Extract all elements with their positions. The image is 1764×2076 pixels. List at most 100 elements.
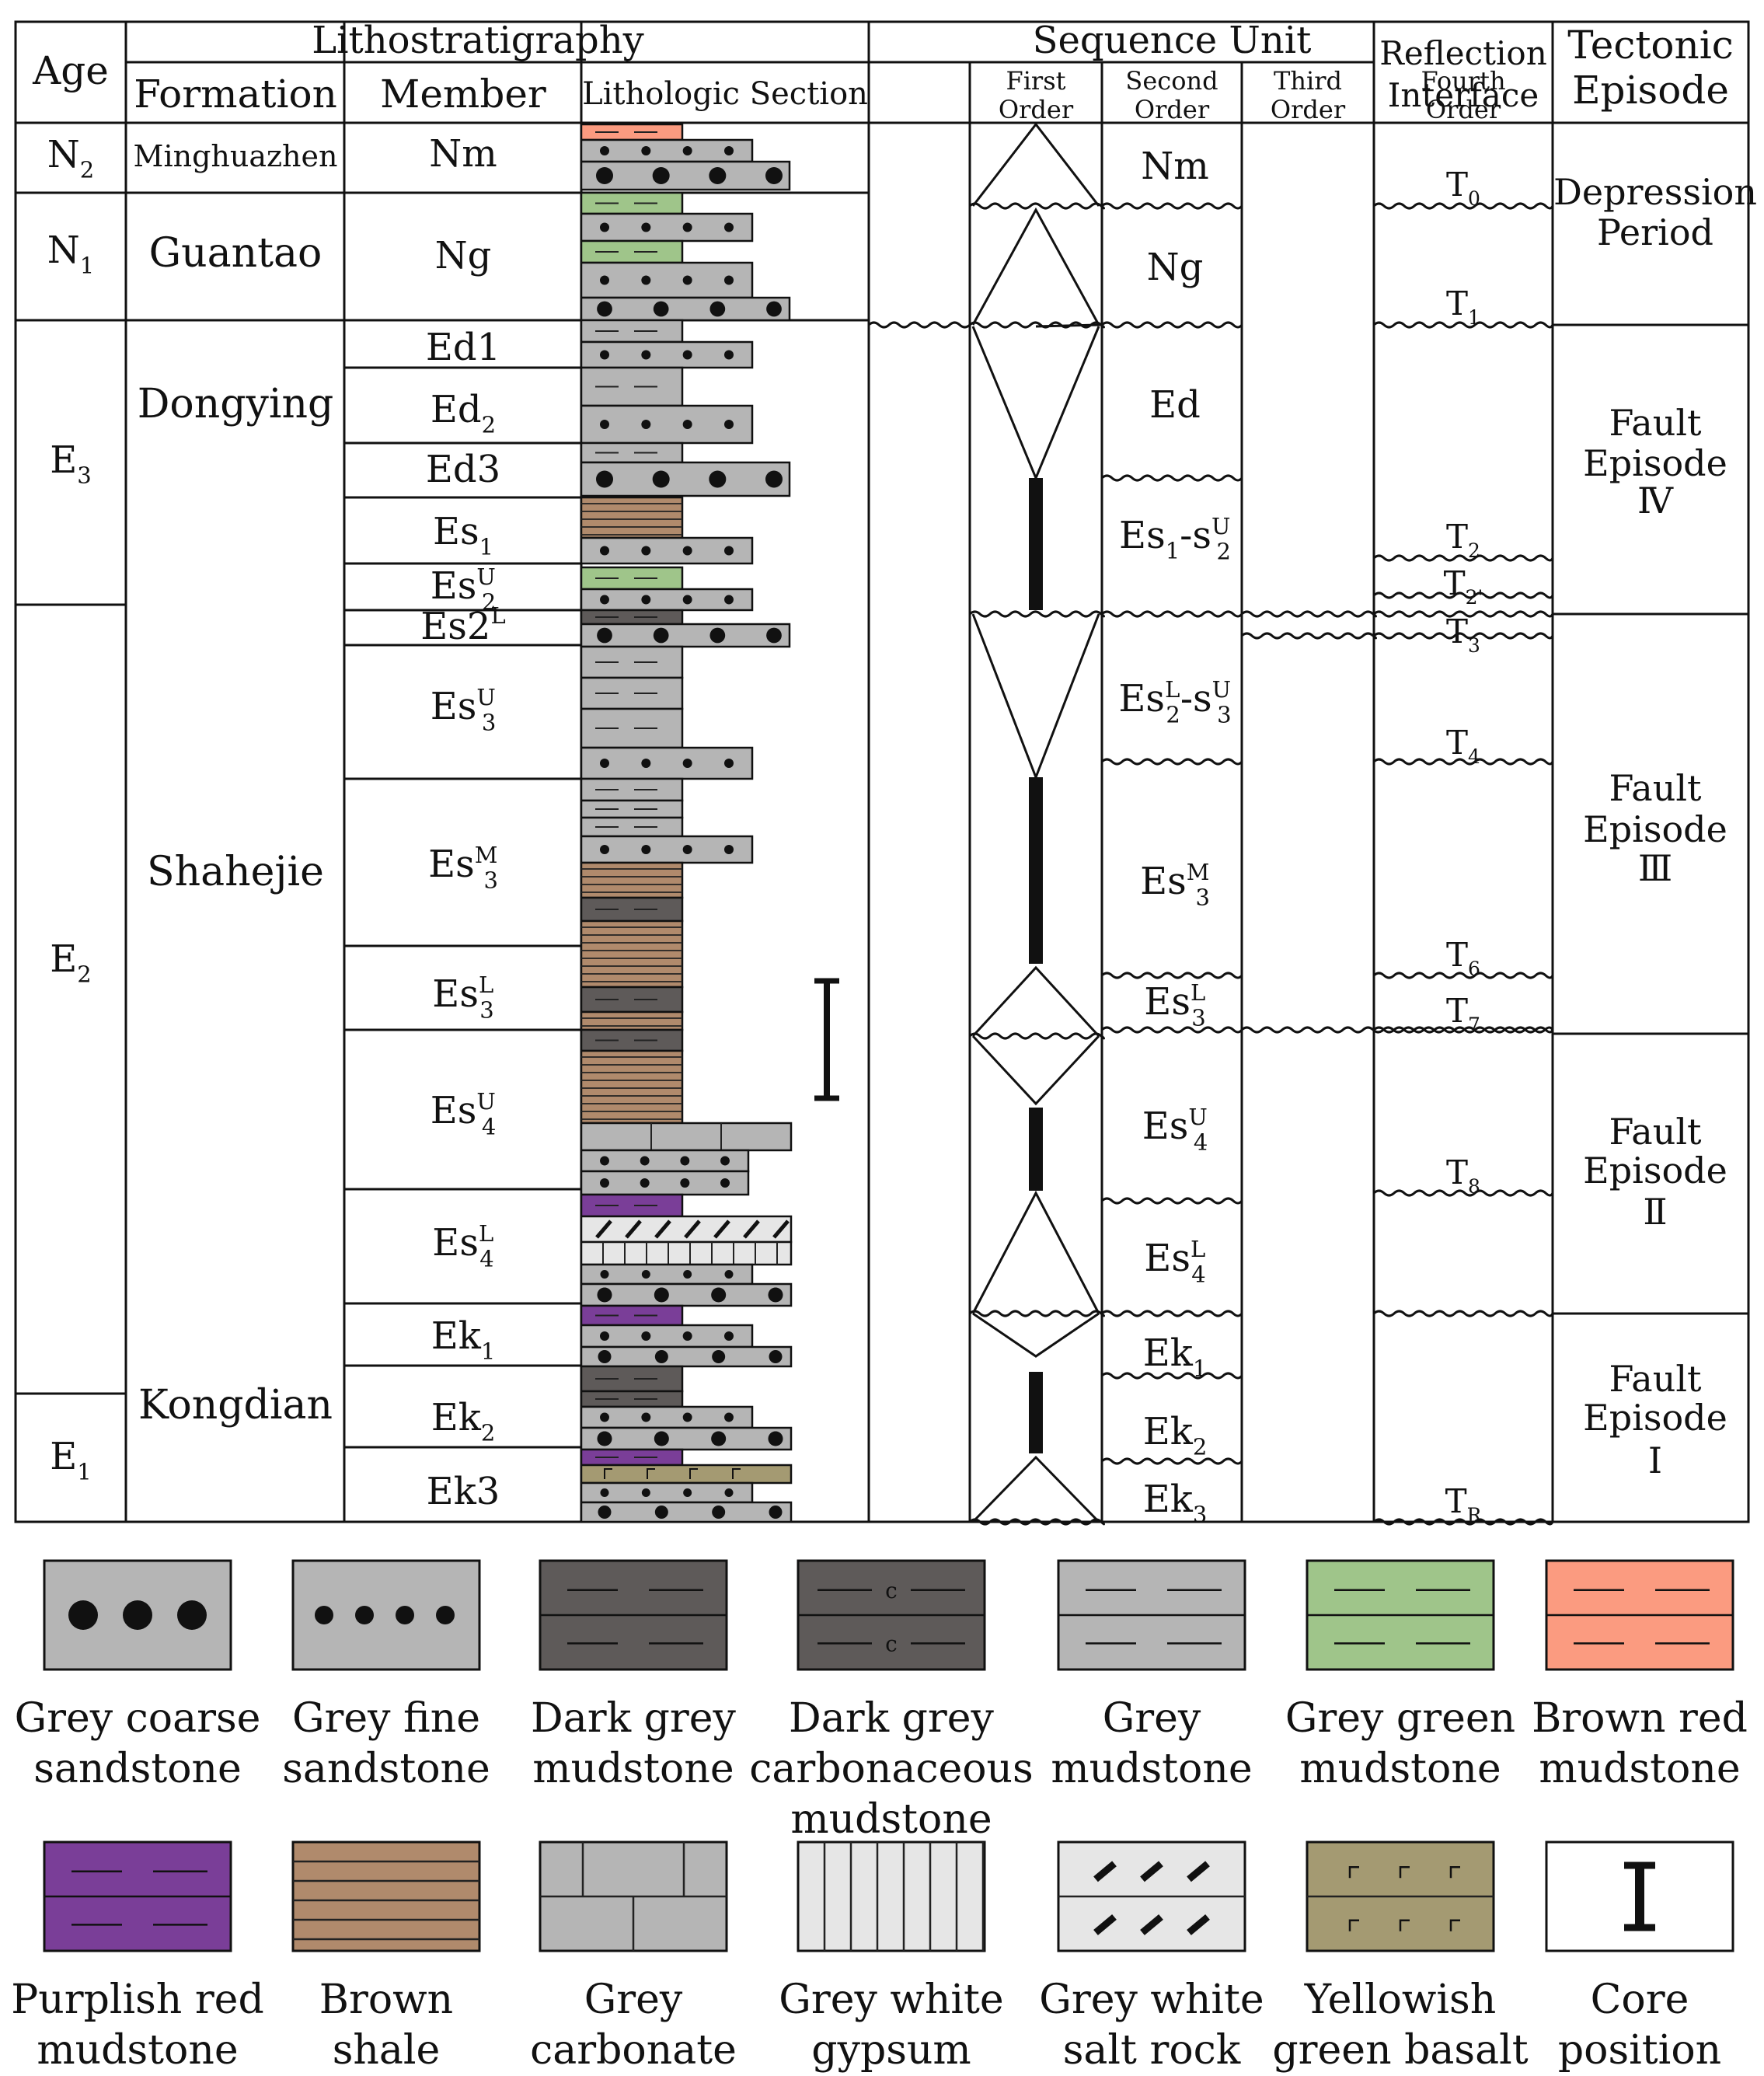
fourth-order-boundary	[1240, 610, 1377, 618]
reflection-label: T2​	[1446, 518, 1480, 562]
tectonic-label: Fault	[1609, 1111, 1702, 1153]
reflection-line	[1372, 321, 1554, 329]
litho-layer-darkmud	[580, 986, 684, 1014]
second-order-cycle	[971, 122, 1100, 207]
legend-label-core: position	[1558, 2027, 1721, 2074]
reflection-label: T8​	[1446, 1153, 1480, 1198]
third-order-boundary	[1100, 1457, 1243, 1465]
member-label: Ed1	[426, 326, 500, 369]
reflection-line	[1372, 972, 1554, 979]
third-order-boundary	[1100, 1310, 1243, 1317]
member-label: Ed3	[426, 448, 500, 491]
tectonic-label: Episode	[1583, 808, 1727, 850]
legend-label-carbonate: Grey	[584, 1977, 683, 2023]
formation-label: Minghuazhen	[134, 139, 338, 173]
litho-layer-greenmud	[580, 191, 684, 215]
legend-label-fine: Grey fine	[292, 1695, 480, 1742]
litho-layer-carb	[580, 609, 684, 626]
litho-layer-greymud	[580, 441, 684, 464]
litho-layer-fine	[580, 1149, 750, 1173]
third-order-label: Ng	[1147, 246, 1204, 289]
legend-label-shale: Brown	[319, 1977, 453, 2023]
litho-layer-fine	[580, 340, 754, 369]
litho-layer-coarse	[580, 296, 791, 322]
legend-swatch-fine	[291, 1559, 481, 1671]
legend-label-core: Core	[1591, 1977, 1689, 2023]
tectonic-label: Fault	[1609, 1358, 1702, 1400]
litho-layer-redmud	[580, 123, 684, 141]
third-order-label: Nm	[1141, 145, 1209, 188]
litho-layer-purplemud	[580, 1193, 684, 1218]
tectonic-label: Depression	[1553, 171, 1757, 213]
member-label: Ek3	[427, 1470, 500, 1513]
third-order-boundary	[1100, 321, 1243, 329]
table-frame	[14, 20, 1750, 1523]
header-third-order: Order	[1271, 95, 1346, 124]
legend-label-purplemud: mudstone	[37, 2027, 238, 2074]
litho-layer-greenmud	[580, 239, 684, 264]
litho-layer-greenmud	[580, 566, 684, 591]
third-order-boundary	[1100, 474, 1243, 482]
litho-layer-coarse	[580, 1345, 793, 1368]
reflection-label: T1​	[1446, 284, 1480, 329]
reflection-label: T6​	[1446, 936, 1480, 980]
litho-layer-darkmud	[580, 896, 684, 923]
age-label: E3​	[50, 438, 92, 488]
second-order-cycle	[971, 326, 1100, 481]
litho-layer-fine	[580, 1405, 754, 1429]
second-order-cycle	[971, 965, 1100, 1038]
third-order-boundary	[1100, 610, 1243, 618]
core-position-marker	[814, 978, 839, 1101]
third-order-boundary	[1100, 758, 1243, 766]
litho-layer-fine	[580, 1324, 754, 1349]
tectonic-label: Ⅳ	[1637, 480, 1674, 522]
header-formation: Formation	[134, 72, 337, 117]
litho-layer-fine	[580, 212, 754, 242]
third-order-boundary	[1100, 202, 1243, 210]
litho-layer-fine	[580, 1481, 754, 1504]
tectonic-label: Ⅰ	[1648, 1439, 1662, 1481]
litho-layer-coarse	[580, 1426, 793, 1451]
litho-layer-greymud	[580, 366, 684, 407]
tectonic-label: Ⅲ	[1638, 847, 1672, 889]
reflection-line	[1372, 758, 1554, 766]
legend-label-gypsum: Grey white	[779, 1977, 1003, 2023]
header-second-order: Second	[1125, 66, 1218, 96]
second-order-cycle	[972, 1312, 1100, 1358]
fourth-order-boundary	[1240, 632, 1377, 640]
third-order-boundary	[1100, 1197, 1243, 1205]
litho-layer-shale	[580, 919, 684, 989]
reflection-label: T4​	[1446, 724, 1480, 768]
header-reflection: Interface	[1388, 76, 1539, 114]
legend-label-gypsum: gypsum	[811, 2027, 971, 2074]
legend-swatch-purplemud	[43, 1840, 232, 1952]
legend-label-purplemud: Purplish red	[11, 1977, 264, 2023]
litho-layer-greymud	[580, 799, 684, 819]
header-lithostratigraphy: Lithostratigraphy	[312, 19, 644, 62]
litho-layer-darkmud	[580, 1365, 684, 1393]
litho-layer-greymud	[580, 707, 684, 749]
third-order-label: Ek1​	[1143, 1331, 1208, 1381]
second-order-cycle	[971, 613, 1100, 781]
litho-layer-fine	[580, 138, 754, 163]
first-order-boundary	[867, 321, 971, 329]
second-order-boundary	[968, 1032, 1105, 1040]
legend-swatch-greymud	[1057, 1559, 1246, 1671]
reflection-line	[1372, 1026, 1554, 1034]
second-order-cycle	[971, 1190, 1100, 1314]
reflection-label: T3​	[1446, 612, 1480, 657]
svg-text:c: c	[885, 1578, 898, 1603]
litho-layer-coarse	[580, 1282, 793, 1307]
litho-layer-fine	[580, 536, 754, 565]
third-order-label: Ek2​	[1143, 1410, 1208, 1460]
